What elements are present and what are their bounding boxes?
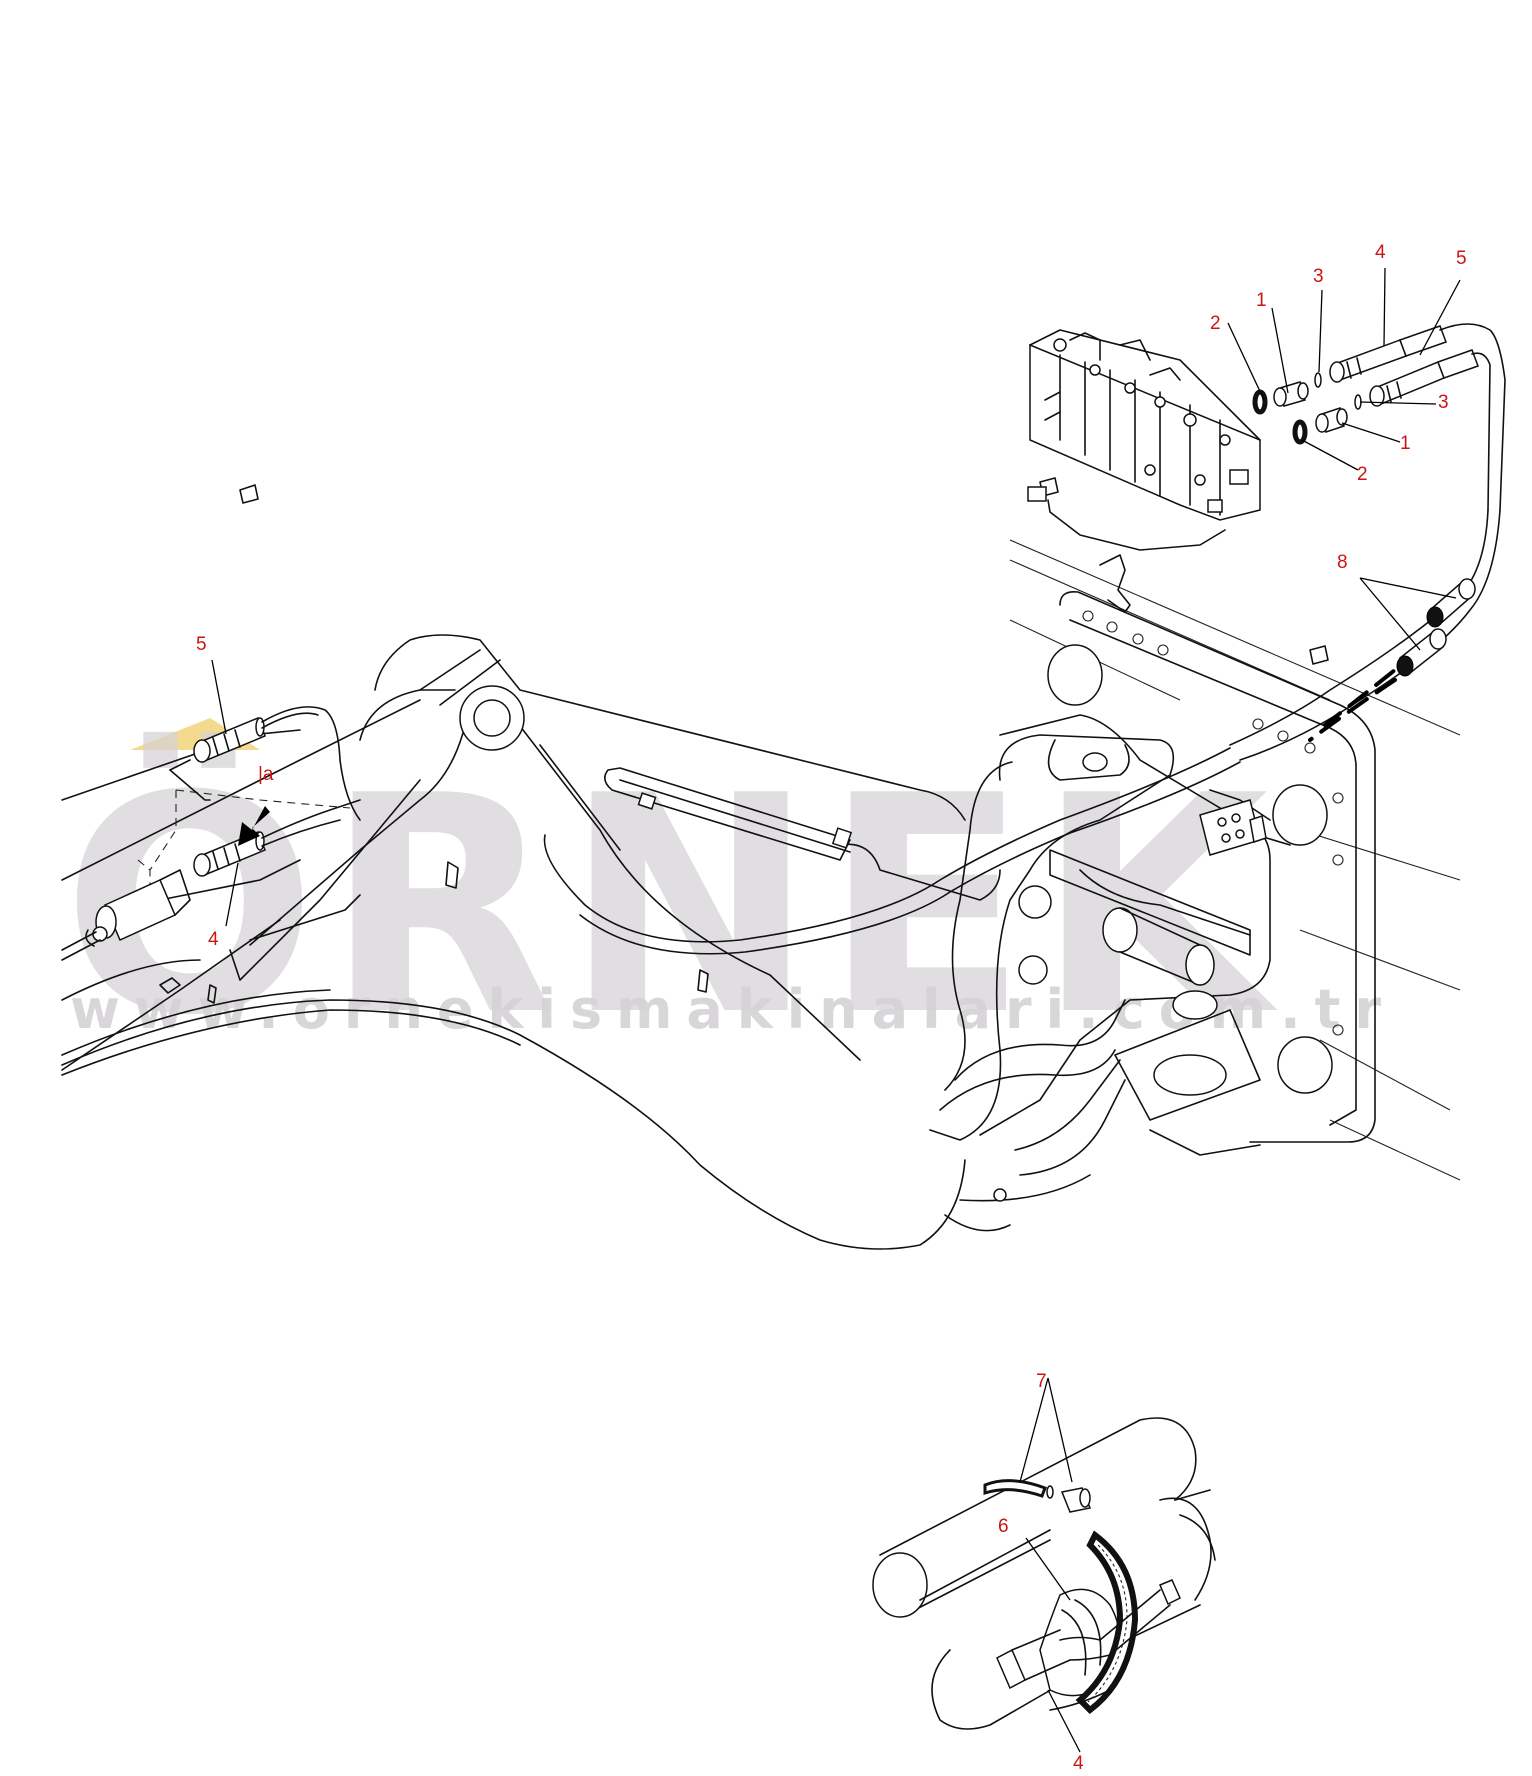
hose-end-4-upper xyxy=(1329,325,1447,383)
inset-detail-hose-clamp xyxy=(872,1417,1216,1730)
callout-3b: 3 xyxy=(1438,392,1449,413)
callout-8: 8 xyxy=(1337,552,1348,573)
callout-4b: 4 xyxy=(208,929,219,950)
callout-4c: 4 xyxy=(1073,1753,1084,1774)
watermark-brand: ÖRNEK xyxy=(62,729,1280,1081)
callout-3: 3 xyxy=(1313,266,1324,287)
boom-lift-cylinder xyxy=(604,767,1001,901)
control-valve-block xyxy=(1027,329,1261,551)
callout-4: 4 xyxy=(1375,242,1386,263)
protective-sleeve-lower xyxy=(1396,628,1447,677)
callout-2b: 2 xyxy=(1357,464,1368,485)
view-reference-a: |a xyxy=(258,764,274,785)
hose-end-4-left xyxy=(193,831,266,877)
leader-lines xyxy=(211,267,1461,1753)
callout-1: 1 xyxy=(1256,290,1267,311)
clamp-band xyxy=(983,1479,1139,1714)
adapter-upper xyxy=(1273,381,1309,407)
hose-junction-block xyxy=(1199,799,1267,856)
adapter-lower xyxy=(1315,407,1348,433)
machine-line-art xyxy=(61,477,1461,1250)
attachment-cylinder-stub xyxy=(61,869,191,961)
callout-5: 5 xyxy=(1456,248,1467,269)
hose-end-5-upper xyxy=(1369,349,1479,407)
callout-6: 6 xyxy=(998,1516,1009,1537)
callout-7: 7 xyxy=(1036,1371,1047,1392)
callout-labels: 1 1 2 2 3 3 4 4 4 5 5 6 7 8 |a xyxy=(196,242,1467,1774)
callout-2: 2 xyxy=(1210,313,1221,334)
arrow-down-left-icon xyxy=(238,806,270,846)
watermark: ÖRNEK www.ornekismakinalari.com.tr xyxy=(62,718,1395,1081)
hose-pair-to-boom xyxy=(543,509,1501,955)
o-ring-upper xyxy=(1252,389,1268,415)
left-hose-fittings xyxy=(61,706,361,961)
o-ring-lower xyxy=(1292,419,1308,445)
chassis-bolt-holes xyxy=(1082,610,1344,1036)
callout-5b: 5 xyxy=(196,634,207,655)
watermark-url: www.ornekismakinalari.com.tr xyxy=(70,978,1395,1041)
valve-fittings-exploded xyxy=(1252,323,1506,511)
protective-sleeve-upper xyxy=(1426,578,1476,628)
hose-end-5-left xyxy=(193,717,266,763)
callout-1b: 1 xyxy=(1400,433,1411,454)
